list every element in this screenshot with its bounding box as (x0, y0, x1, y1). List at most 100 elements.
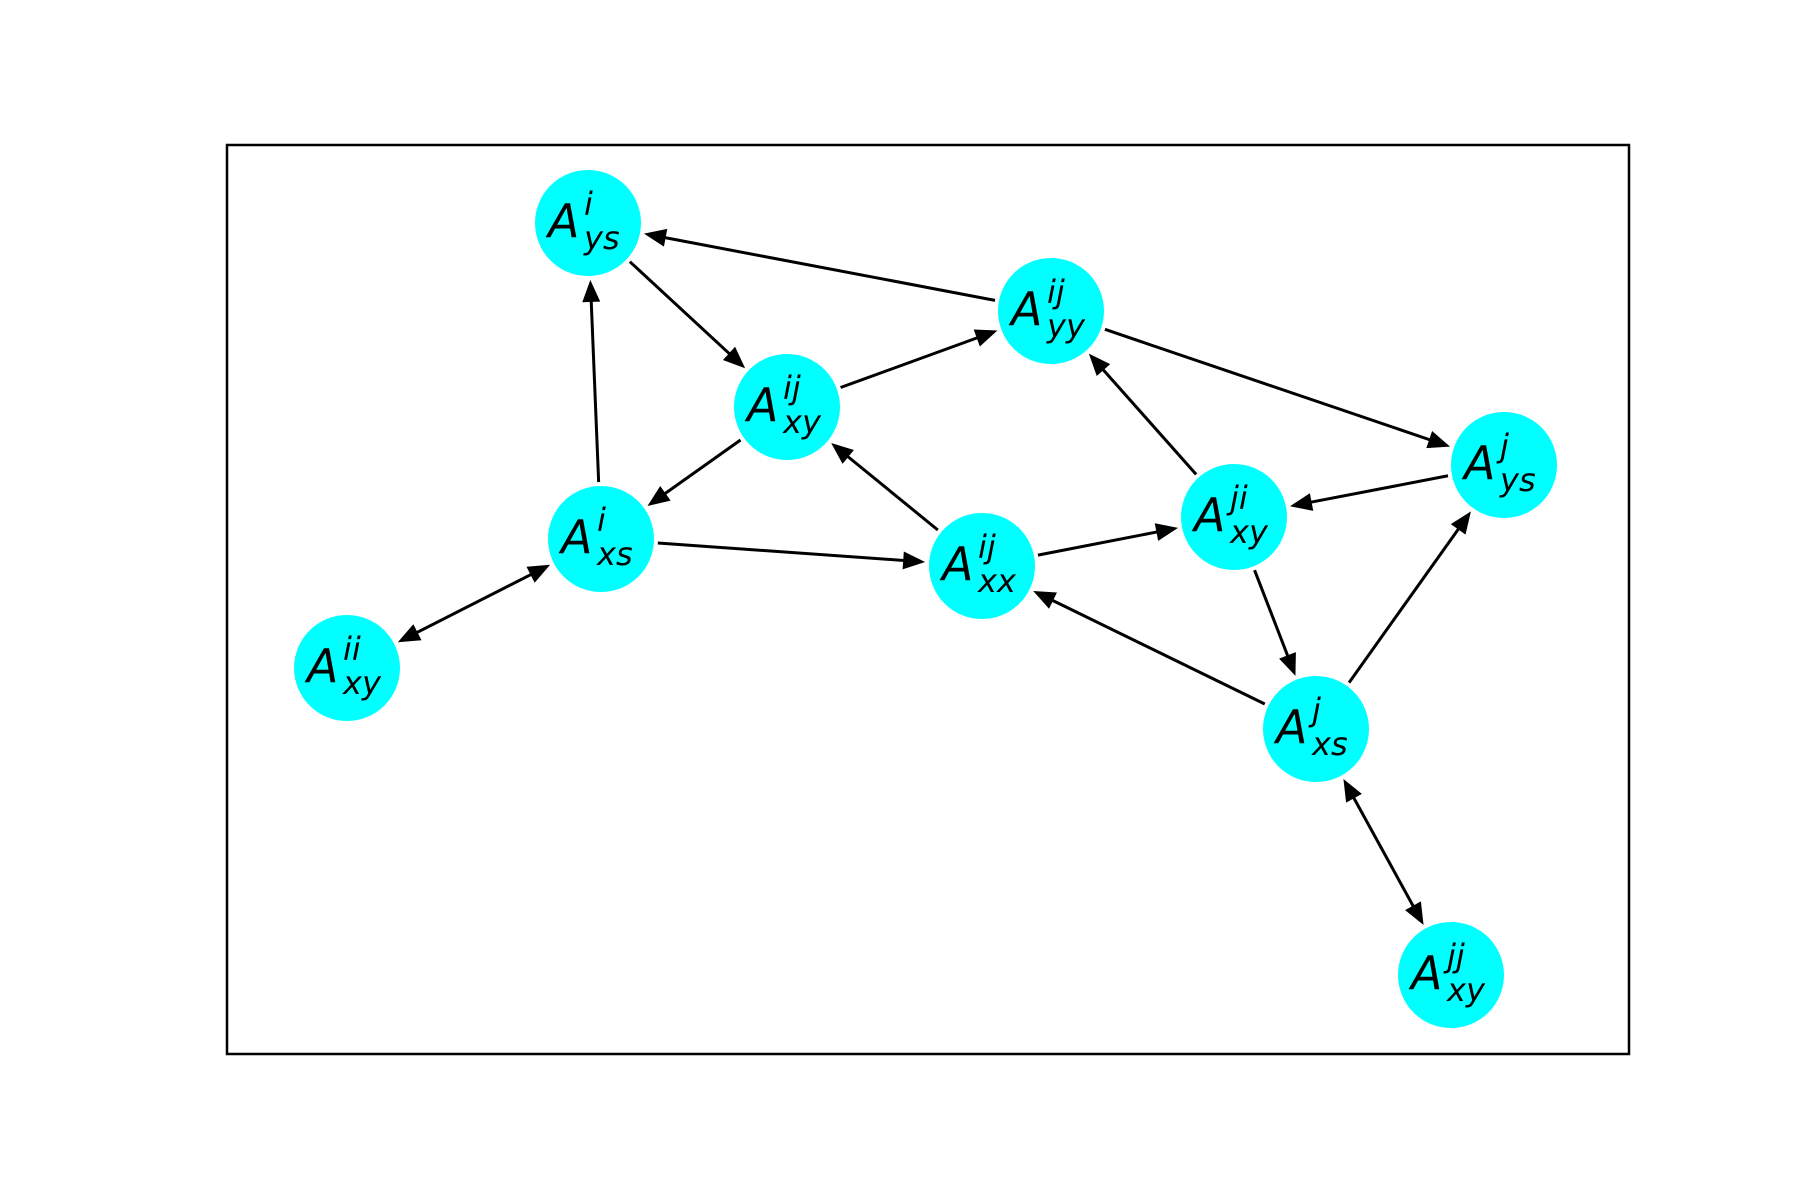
arrowhead (1154, 523, 1179, 541)
edge-line (1350, 794, 1417, 910)
node-label-base: A (304, 639, 338, 693)
edge-Axs_i-to-Axx_ij (657, 541, 926, 570)
edge-Axy_ij-to-Axs_i (647, 438, 742, 507)
edge-Axy_ij-to-Ayy_ij (840, 329, 998, 389)
node-circle (734, 354, 840, 460)
edge-Axx_ij-to-Axy_ji (1037, 523, 1179, 557)
edge-Axs_j-to-Axx_ij (1033, 590, 1266, 706)
node-label-superscript: j (1496, 427, 1509, 465)
node-label-superscript: i (597, 501, 606, 539)
node-label-subscript: xs (1311, 725, 1348, 763)
edge-line (661, 235, 996, 302)
edges-layer (397, 228, 1471, 926)
arrowhead (1426, 431, 1451, 449)
edge-Axs_i-to-Ays_i (582, 279, 601, 483)
node-label-subscript: xy (782, 403, 822, 441)
edge-Axs_j-to-Axy_jj (1343, 778, 1424, 926)
arrowhead (1343, 778, 1362, 803)
node-label-subscript: xy (342, 664, 382, 702)
node-label-superscript: i (584, 185, 593, 223)
edge-Axy_ji-to-Ayy_ij (1088, 353, 1198, 476)
node-label-superscript: ij (978, 528, 996, 566)
node-label-base: A (1461, 436, 1495, 490)
arrowhead (831, 443, 854, 464)
edge-Ays_j-to-Axy_ji (1289, 474, 1449, 511)
node-label-base: A (1273, 700, 1307, 754)
node-label-subscript: xs (596, 535, 633, 573)
node-circle (1398, 922, 1504, 1028)
node-circle (548, 486, 654, 592)
edge-line (628, 260, 733, 358)
arrowhead (647, 485, 671, 507)
node-label-superscript: ii (343, 630, 361, 668)
edge-Axs_i-to-Axy_ii (397, 564, 551, 643)
edge-line (1307, 474, 1449, 505)
node-label-base: A (1008, 282, 1042, 336)
node-label-subscript: ys (583, 219, 620, 257)
edge-line (413, 571, 535, 636)
arrowhead (1405, 901, 1424, 926)
edge-line (1104, 327, 1434, 443)
edge-Ayy_ij-to-Ays_j (1104, 327, 1451, 449)
edge-line (661, 438, 742, 497)
edge-line (844, 453, 939, 532)
node-label-subscript: xy (1446, 971, 1486, 1009)
node-label-subscript: yy (1046, 307, 1086, 345)
arrowhead (1033, 590, 1057, 609)
node-circle (535, 170, 641, 276)
edge-line (1048, 597, 1266, 706)
arrowhead (722, 346, 746, 369)
arrowhead (397, 624, 422, 643)
node-circle (929, 513, 1035, 619)
edge-Axs_j-to-Ays_j (1347, 511, 1471, 684)
node-label-base: A (939, 537, 973, 591)
node-circle (998, 258, 1104, 364)
node-circle (1263, 676, 1369, 782)
arrowhead (973, 329, 998, 347)
node-circle (1451, 412, 1557, 518)
node-label-superscript: ji (1226, 479, 1248, 517)
arrowhead (1279, 652, 1296, 676)
arrowhead (902, 551, 926, 570)
node-label-subscript: ys (1499, 461, 1536, 499)
node-label-subscript: xx (977, 562, 1017, 600)
node-label-base: A (558, 510, 592, 564)
node-label-subscript: xy (1229, 513, 1269, 551)
arrowhead (1450, 511, 1471, 535)
node-label-base: A (744, 378, 778, 432)
edge-line (1347, 525, 1462, 684)
arrowhead (1289, 493, 1314, 511)
edge-line (840, 335, 982, 389)
arrowhead (582, 279, 601, 303)
node-label-superscript: ij (1047, 273, 1065, 311)
edge-line (589, 297, 601, 483)
edge-Axx_ij-to-Axy_ij (831, 443, 939, 532)
edge-line (657, 541, 908, 563)
edge-Ayy_ij-to-Ays_i (643, 228, 996, 302)
node-label-base: A (1408, 946, 1442, 1000)
node-circle (1181, 464, 1287, 570)
edge-Axy_ji-to-Axs_j (1253, 569, 1296, 676)
node-label-base: A (545, 194, 579, 248)
plot-frame (225, 143, 1631, 1056)
node-label-superscript: jj (1443, 937, 1465, 975)
node-label-superscript: ij (783, 369, 801, 407)
node-label-base: A (1191, 488, 1225, 542)
edge-line (1253, 569, 1291, 660)
node-circle (294, 615, 400, 721)
arrowhead (526, 564, 551, 583)
edge-Ays_i-to-Axy_ij (628, 260, 746, 369)
arrowhead (1088, 353, 1111, 377)
